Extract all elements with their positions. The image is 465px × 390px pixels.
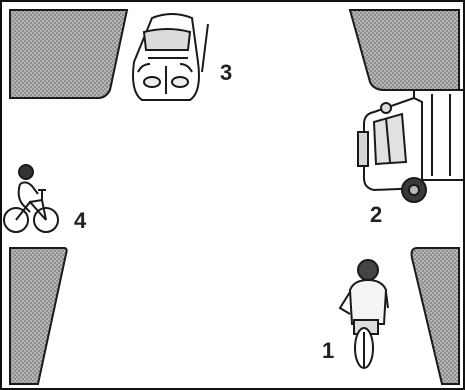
label-cyclist-left: 4 <box>74 210 86 232</box>
cyclist-bottom-icon <box>340 260 388 368</box>
corner-block-top-right <box>350 10 459 90</box>
corner-block-bottom-left <box>10 248 67 384</box>
corner-block-top-left <box>10 10 127 98</box>
label-car: 3 <box>220 62 232 84</box>
label-cyclist-bottom: 1 <box>322 340 334 362</box>
corner-block-bottom-right <box>412 248 459 384</box>
truck-icon <box>358 90 465 202</box>
label-truck: 2 <box>370 204 382 226</box>
cyclist-left-icon <box>4 165 58 232</box>
car-icon <box>133 14 208 100</box>
